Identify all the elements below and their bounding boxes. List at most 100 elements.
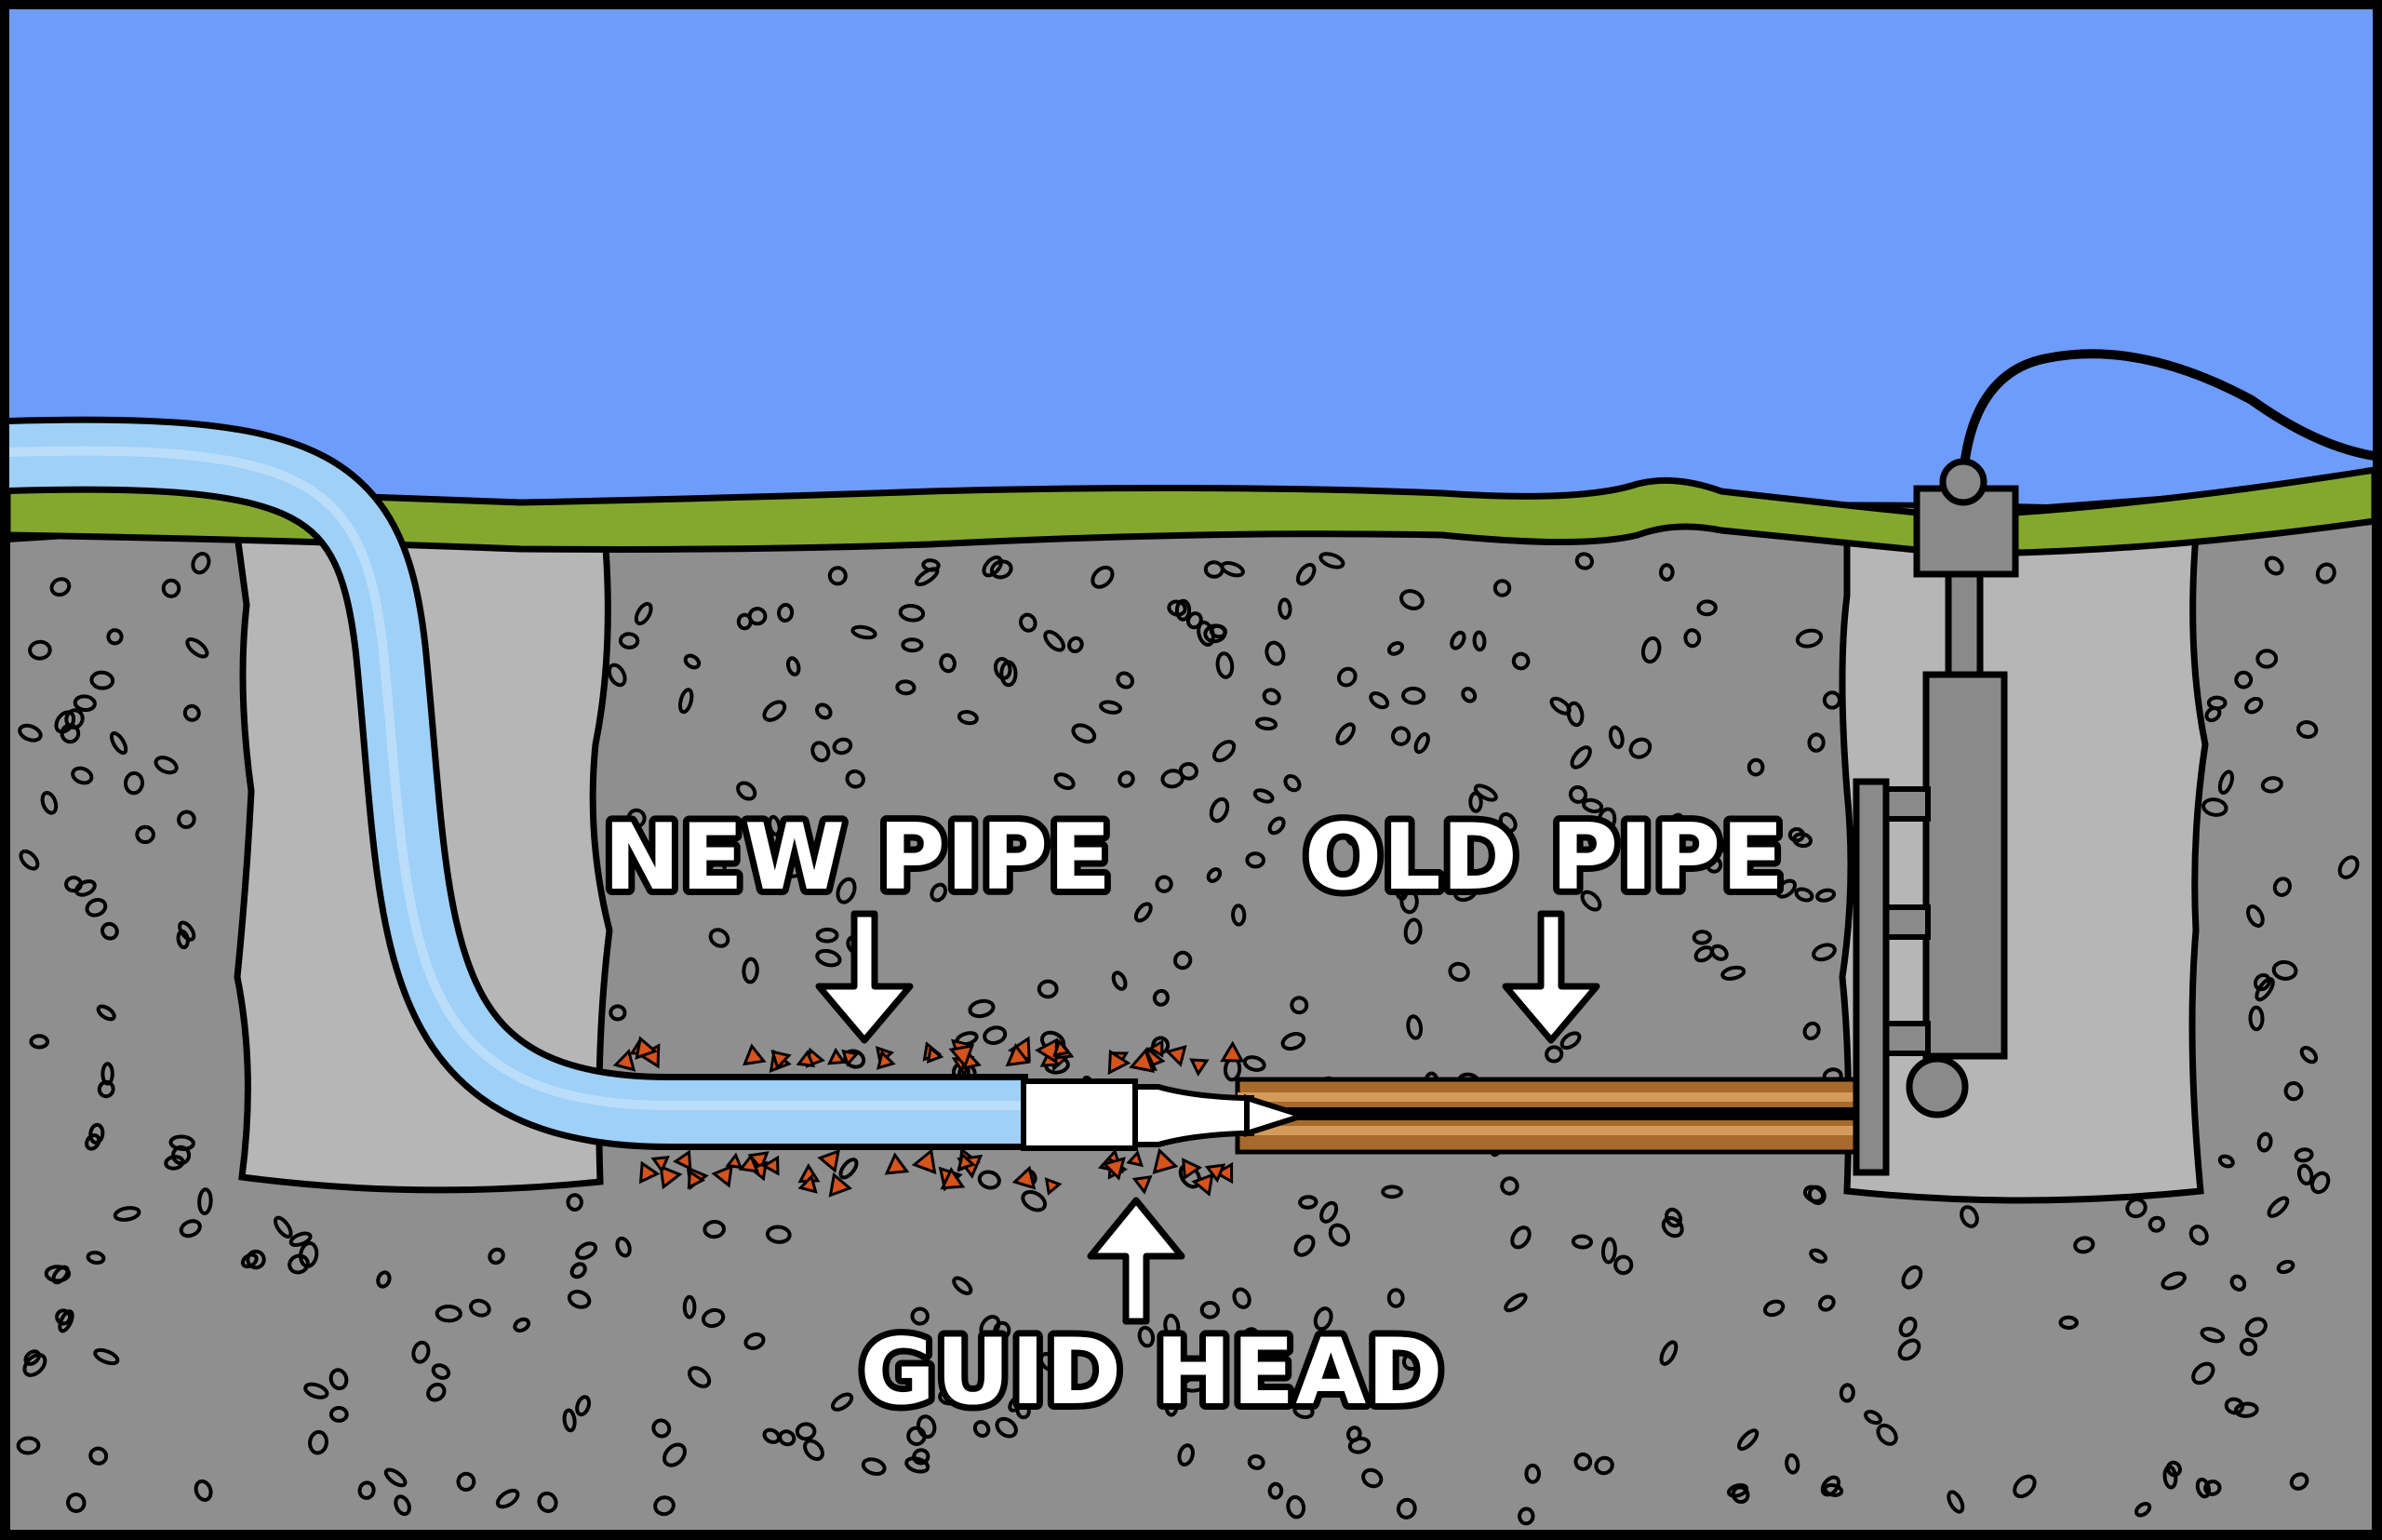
gravel-pebble xyxy=(1137,1325,1156,1348)
gravel-pebble xyxy=(2246,904,2265,928)
gravel-pebble xyxy=(701,1307,726,1329)
gravel-pebble xyxy=(2165,1460,2182,1478)
gravel-pebble xyxy=(1361,1467,1384,1489)
old-pipe-label: OLD PIPE xyxy=(1305,805,1785,911)
gravel-pebble xyxy=(100,921,119,941)
gravel-pebble xyxy=(778,1429,796,1447)
gravel-pebble xyxy=(2013,1474,2037,1499)
gravel-pebble xyxy=(456,1471,476,1492)
gravel-pebble xyxy=(18,723,43,743)
gravel-pebble xyxy=(2234,670,2254,690)
gravel-pebble xyxy=(1295,562,1317,586)
gravel-pebble xyxy=(1319,1200,1339,1224)
gravel-pebble xyxy=(2276,1259,2295,1275)
gravel-pebble xyxy=(662,1442,687,1467)
gravel-pebble xyxy=(1155,875,1173,893)
burst-debris xyxy=(612,1036,1245,1198)
gravel-pebble xyxy=(653,1495,676,1517)
gravel-pebble xyxy=(357,1480,376,1500)
gravel-pebble xyxy=(2248,1005,2265,1032)
gravel-pebble xyxy=(1043,629,1065,652)
gravel-pebble xyxy=(1665,812,1684,834)
gravel-pebble xyxy=(1820,1475,1841,1497)
gravel-pebble xyxy=(2267,1196,2290,1218)
gravel-pebble xyxy=(1613,1254,1634,1276)
gravel-pebble xyxy=(74,879,97,897)
gravel-pebble xyxy=(1403,917,1423,945)
gravel-pebble xyxy=(1232,1287,1251,1309)
gravel-pebble xyxy=(1164,1394,1179,1417)
gravel-pebble xyxy=(85,1133,101,1151)
gravel-pebble xyxy=(171,1145,192,1166)
gravel-pebble xyxy=(1053,772,1076,790)
gravel-pebble xyxy=(1817,1294,1836,1312)
gravel-pebble xyxy=(1077,1385,1101,1404)
gravel-pebble xyxy=(1628,737,1653,759)
gravel-pebble xyxy=(89,670,115,690)
gravel-pebble xyxy=(2253,972,2271,992)
gravel-pebble xyxy=(1245,851,1265,869)
gravel-pebble xyxy=(1407,1333,1427,1353)
gravel-pebble xyxy=(1901,1265,1923,1290)
gravel-pebble xyxy=(537,1491,558,1513)
gravel-pebble xyxy=(1401,686,1426,705)
gravel-pebble xyxy=(2256,1132,2273,1153)
gravel-pebble xyxy=(2203,1480,2222,1496)
gravel-pebble xyxy=(2148,1215,2165,1233)
gravel-pebble xyxy=(2217,770,2234,796)
debris-fragment xyxy=(1182,1158,1203,1181)
gravel-pebble xyxy=(832,737,853,756)
gravel-pebble xyxy=(513,1317,531,1332)
gravel-pebble xyxy=(2073,1236,2095,1254)
gravel-pebble xyxy=(1293,1234,1316,1257)
debris-fragment xyxy=(673,1149,692,1172)
gravel-pebble xyxy=(1795,628,1824,649)
gravel-pebble xyxy=(1386,641,1405,656)
gravel-pebble xyxy=(634,601,653,626)
gravel-pebble xyxy=(708,928,730,948)
gravel-pebble xyxy=(411,1340,431,1364)
gravel-pebble xyxy=(827,566,848,586)
gravel-pebble xyxy=(1823,1482,1844,1497)
gravel-pebble xyxy=(1746,757,1765,777)
gravel-pebble xyxy=(1573,1453,1593,1471)
gravel-pebble xyxy=(1762,1299,1786,1318)
debris-fragment xyxy=(1044,1177,1063,1196)
debris-fragment xyxy=(948,1043,975,1069)
gravel-pebble xyxy=(810,741,831,763)
gravel-pebble xyxy=(154,756,179,775)
gravel-pebble xyxy=(952,1276,973,1295)
gravel-pebble xyxy=(1298,1195,1318,1210)
gravel-pebble xyxy=(1876,1423,1898,1446)
gravel-pebble xyxy=(895,679,917,696)
debris-fragment xyxy=(1126,1149,1144,1168)
debris-fragment xyxy=(1131,1175,1153,1195)
gravel-pebble xyxy=(1787,826,1805,843)
new-pipe-label: NEW PIPE xyxy=(604,805,1112,911)
gravel-pebble xyxy=(16,1436,41,1455)
gravel-pebble xyxy=(328,1368,349,1391)
gravel-pebble xyxy=(704,863,727,877)
gravel-pebble xyxy=(1178,761,1198,781)
gravel-pebble xyxy=(1809,1248,1828,1264)
gravel-pebble xyxy=(2201,797,2228,817)
gravel-pebble xyxy=(2299,1045,2319,1065)
gravel-pebble xyxy=(1739,837,1759,864)
gravel-pebble xyxy=(977,1170,1001,1190)
gravel-pebble xyxy=(1736,1428,1760,1452)
gravel-pebble xyxy=(1369,691,1390,710)
pulling-machine xyxy=(1853,349,2375,1176)
gravel-pebble xyxy=(1206,867,1223,883)
gravel-pebble xyxy=(1337,1341,1354,1362)
gravel-pebble xyxy=(688,1366,712,1388)
gravel-pebble xyxy=(109,730,128,756)
gravel-pebble xyxy=(394,1494,411,1517)
gravel-pebble xyxy=(1518,1507,1535,1526)
debris-fragment xyxy=(747,1151,769,1172)
gravel-pebble xyxy=(1290,996,1309,1015)
gravel-pebble xyxy=(972,1420,991,1439)
gravel-pebble xyxy=(989,559,1013,580)
gravel-pebble xyxy=(495,1488,520,1509)
gravel-pebble xyxy=(1580,890,1602,912)
gravel-pebble xyxy=(328,1405,349,1423)
